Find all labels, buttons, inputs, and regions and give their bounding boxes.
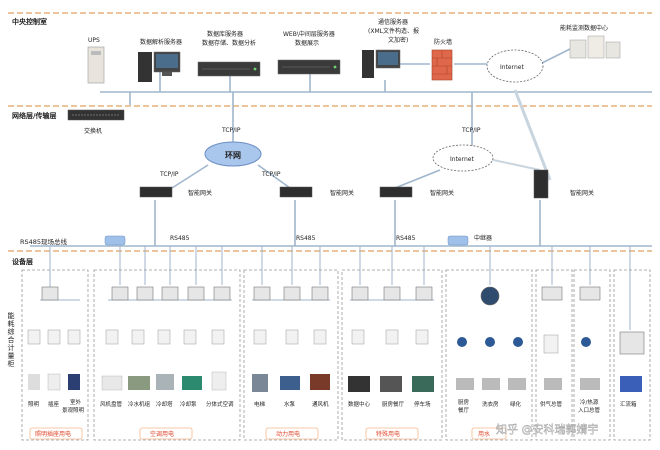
item-kitchen: 厨房 bbox=[458, 398, 470, 406]
web-server-icon bbox=[277, 59, 341, 75]
db-server-icon bbox=[197, 61, 261, 77]
internet-link bbox=[513, 89, 552, 181]
tcpip-label-4: TCP/IP bbox=[261, 171, 281, 178]
item-outdoor: 室外 bbox=[70, 398, 82, 406]
energy-center-icon bbox=[569, 35, 621, 59]
item-cooling-tower: 冷却塔 bbox=[156, 400, 173, 408]
watermark-text: 知乎 @安科瑞郭婧宇 bbox=[496, 422, 599, 436]
item-kitchen-restaurant: 厨房餐厅 bbox=[382, 400, 405, 408]
comm-server-label-3: 文加密) bbox=[388, 36, 408, 44]
gateway-label-2: 智能网关 bbox=[330, 189, 354, 197]
item-parking: 停车场 bbox=[414, 400, 431, 408]
item-datacenter: 数据中心 bbox=[348, 400, 371, 408]
group-label-boxes bbox=[29, 427, 507, 440]
item-gas-main: 供气总管 bbox=[540, 400, 563, 408]
gateway-label-1: 智能网关 bbox=[188, 189, 212, 197]
item-restaurant: 餐厅 bbox=[458, 406, 470, 414]
switch-label: 交换机 bbox=[84, 127, 102, 135]
item-pump: 水泵 bbox=[284, 400, 296, 408]
repeater-icon bbox=[447, 235, 469, 246]
db-server-label-2: 数据存储、数据分析 bbox=[202, 39, 256, 47]
group-label-lighting: 照明插座用电 bbox=[35, 430, 71, 438]
firewall-icon bbox=[431, 49, 453, 81]
rs485-label-1: RS485 bbox=[170, 235, 190, 242]
internet-mid-label: Internet bbox=[450, 156, 474, 163]
group-label-water: 用水 bbox=[478, 430, 490, 438]
rs485-label-2: RS485 bbox=[296, 235, 316, 242]
firewall-label: 防火墙 bbox=[434, 38, 452, 46]
network-layer-label: 网络层/传输层 bbox=[12, 111, 57, 120]
item-chiller: 冷水机组 bbox=[128, 400, 151, 408]
web-server-label-1: WEB\中间层服务器 bbox=[283, 30, 335, 38]
water-meters-row bbox=[457, 337, 591, 347]
item-inlet-main: 入口总管 bbox=[578, 406, 601, 414]
item-combiner-box: 汇流箱 bbox=[620, 400, 637, 408]
item-cooling-pump: 冷却泵 bbox=[180, 400, 197, 408]
parse-server-label: 数据解析服务器 bbox=[140, 38, 182, 46]
db-server-label-1: 数据库服务器 bbox=[207, 30, 243, 38]
comm-server-label-2: (XML文件构造、报 bbox=[368, 27, 419, 35]
equipment-labels: 照明 插座 室外 景观照明 风机盘管 冷水机组 冷却塔 冷却泵 分体式空调 电梯… bbox=[28, 398, 637, 414]
gateway-label-3: 智能网关 bbox=[430, 189, 454, 197]
group-label-special: 特殊用电 bbox=[376, 430, 400, 438]
item-lighting: 照明 bbox=[28, 401, 40, 408]
item-ventilator: 通风机 bbox=[312, 400, 329, 408]
group-labels: 照明插座用电 空调用电 动力用电 特殊用电 用水 bbox=[35, 430, 490, 438]
group-label-power: 动力用电 bbox=[276, 430, 300, 438]
item-cold-hot-source: 冷/热源 bbox=[580, 398, 599, 406]
ups-label: UPS bbox=[88, 37, 100, 44]
tcpip-label-2: TCP/IP bbox=[461, 127, 481, 134]
comm-server-label-1: 通信服务器 bbox=[378, 18, 408, 26]
panel-meter bbox=[619, 331, 645, 355]
ups-icon bbox=[87, 46, 105, 84]
web-server-label-2: 数据展示 bbox=[295, 39, 319, 47]
drop-lines bbox=[40, 246, 631, 330]
rs485-bus-label: RS485现场总线 bbox=[20, 237, 68, 246]
rs485-converter-icon bbox=[104, 235, 126, 246]
tcpip-label-3: TCP/IP bbox=[159, 171, 179, 178]
group-frames bbox=[21, 269, 651, 441]
internet-top-label: Internet bbox=[500, 64, 524, 71]
repeater-label: 中继器 bbox=[474, 234, 492, 242]
gateway-icon-1 bbox=[139, 186, 173, 198]
water-meter-big bbox=[480, 286, 500, 306]
item-landscape-lighting: 景观照明 bbox=[62, 407, 85, 414]
device-layer-label: 设备层 bbox=[12, 257, 33, 266]
metering-cabinet-label: 能耗综合计量柜 bbox=[7, 311, 15, 368]
parse-server-icon bbox=[138, 51, 181, 82]
item-socket: 插座 bbox=[48, 400, 60, 408]
gateway-icon-2 bbox=[279, 186, 313, 198]
gateway-label-4: 智能网关 bbox=[570, 189, 594, 197]
comm-server-icon bbox=[362, 49, 401, 78]
gateway-icon-4 bbox=[533, 169, 549, 199]
item-laundry: 洗衣房 bbox=[482, 400, 499, 408]
layer-dividers bbox=[8, 12, 652, 252]
gateway-icon-3 bbox=[379, 186, 413, 198]
meters-row bbox=[41, 286, 601, 301]
item-split-ac: 分体式空调 bbox=[206, 400, 234, 408]
item-greening: 绿化 bbox=[510, 400, 522, 408]
energy-center-label: 能耗监测数据中心 bbox=[560, 24, 608, 32]
ring-network-icon bbox=[204, 141, 262, 167]
control-room-label: 中央控制室 bbox=[12, 17, 47, 26]
network-lines bbox=[30, 47, 652, 247]
item-elevator: 电梯 bbox=[254, 400, 266, 408]
switch-icon bbox=[67, 109, 125, 121]
tcpip-label-1: TCP/IP bbox=[221, 127, 241, 134]
group-label-aircon: 空调用电 bbox=[150, 430, 174, 438]
breakers-row bbox=[27, 329, 559, 354]
item-fan-coil: 风机盘管 bbox=[100, 400, 123, 408]
ring-network-label: 环网 bbox=[225, 151, 241, 160]
internet-cloud-mid bbox=[432, 144, 494, 172]
rs485-label-3: RS485 bbox=[396, 235, 416, 242]
internet-cloud-top bbox=[486, 49, 544, 83]
equipment-images bbox=[28, 371, 642, 392]
